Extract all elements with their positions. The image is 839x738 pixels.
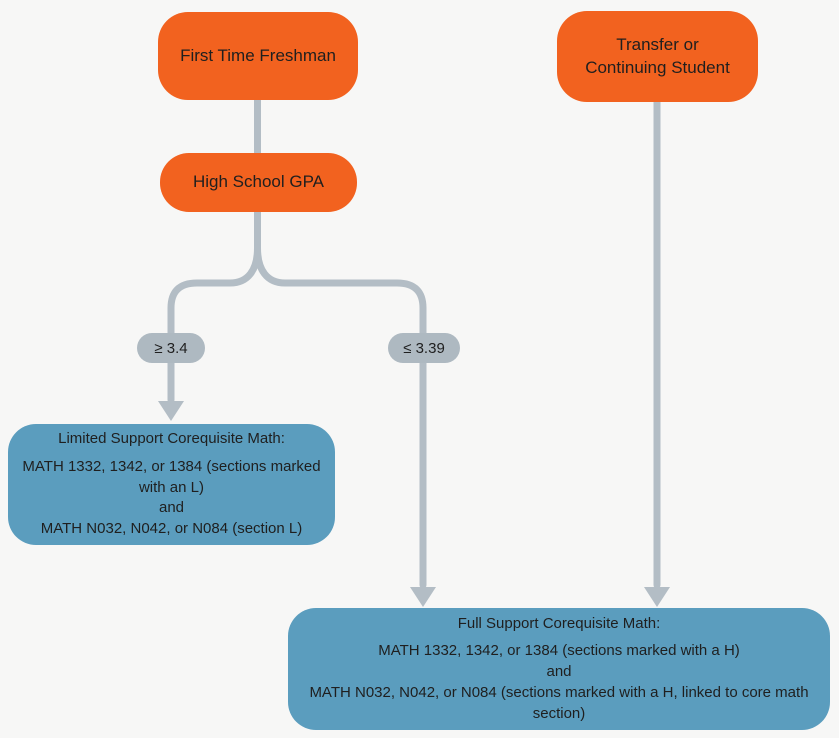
condition-pill-gte-3-4: ≥ 3.4: [137, 333, 205, 363]
node-transfer-or-continuing-student: Transfer or Continuing Student: [557, 11, 758, 102]
condition-pill-lte-3-39: ≤ 3.39: [388, 333, 460, 363]
node-limited-support-corequisite-math: Limited Support Corequisite Math: MATH 1…: [8, 424, 335, 545]
node-full-support-corequisite-math: Full Support Corequisite Math: MATH 1332…: [288, 608, 830, 730]
full-title: Full Support Corequisite Math:: [457, 614, 661, 632]
full-line-courses: MATH 1332, 1342, or 1384 (sections marke…: [378, 642, 740, 660]
full-line-and: and: [546, 663, 572, 681]
node-first-time-freshman-label: First Time Freshman: [180, 45, 336, 65]
arrowhead-full-right: [644, 587, 670, 607]
node-first-time-freshman: First Time Freshman: [158, 12, 358, 100]
arrowhead-full-left: [410, 587, 436, 607]
node-gpa-label: High School GPA: [192, 172, 325, 192]
condition-pill-lte-label: ≤ 3.39: [403, 339, 445, 357]
edge-gpa-left-branch: [167, 244, 261, 340]
limited-line-support-courses: MATH N032, N042, or N084 (section L): [40, 520, 303, 538]
node-transfer-label: Transfer or Continuing Student: [585, 34, 730, 77]
node-high-school-gpa: High School GPA: [160, 153, 357, 212]
limited-title: Limited Support Corequisite Math:: [58, 430, 285, 448]
full-line-support-courses: MATH N032, N042, or N084 (sections marke…: [309, 683, 809, 722]
condition-pill-gte-label: ≥ 3.4: [154, 339, 188, 357]
limited-line-courses: MATH 1332, 1342, or 1384 (sections marke…: [22, 457, 321, 496]
edge-gpa-right-branch: [254, 244, 427, 340]
arrowhead-limited: [158, 401, 184, 421]
limited-line-and: and: [158, 499, 185, 517]
